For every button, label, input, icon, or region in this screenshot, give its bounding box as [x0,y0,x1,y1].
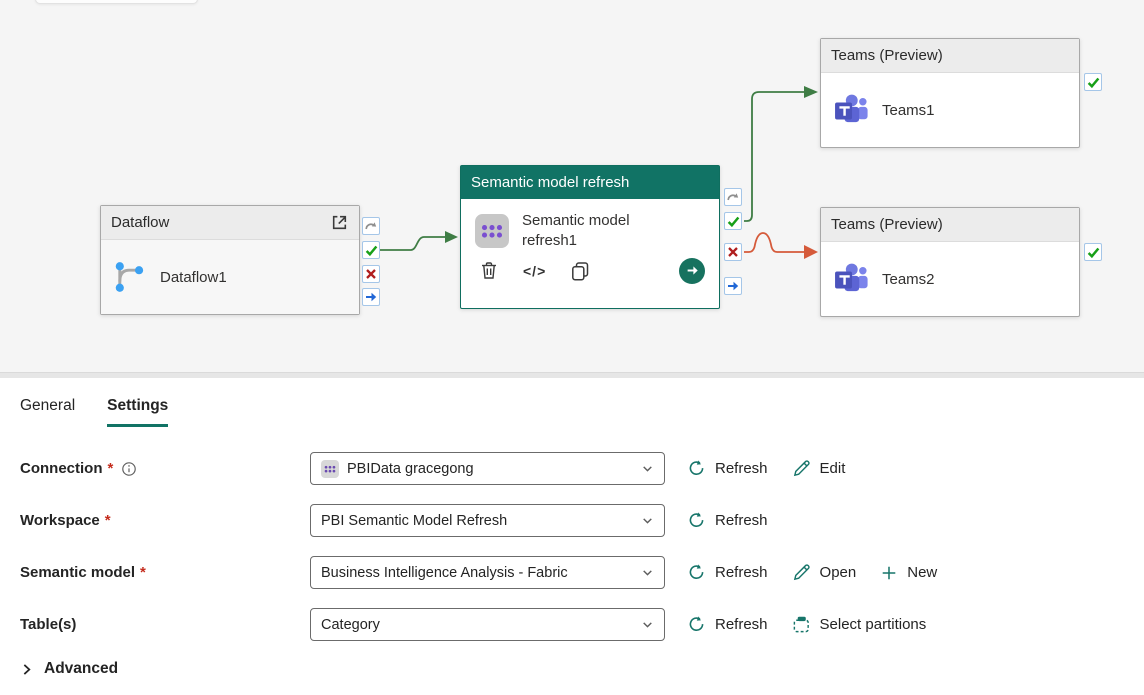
activity-settings-panel: General Settings Connection* PBIData gra… [0,378,1144,678]
open-semantic-model-button[interactable]: Open [792,563,856,582]
tab-settings[interactable]: Settings [107,397,169,427]
port-on-completion[interactable] [724,277,742,295]
edge-semantic-fail-teams2[interactable] [744,232,818,259]
edge-dataflow-success[interactable] [379,231,458,251]
select-partitions-button[interactable]: Select partitions [792,615,926,634]
code-icon[interactable]: </> [523,262,547,279]
chevron-down-icon [641,566,654,579]
connection-row: Connection* PBIData gracegong Refresh [20,452,1144,485]
port-skip[interactable] [724,188,742,206]
node-semantic-model-refresh[interactable]: Semantic model refresh Semantic model re… [460,165,720,309]
port-on-success[interactable] [362,241,380,259]
chevron-down-icon [641,462,654,475]
port-on-failure[interactable] [362,265,380,283]
node-semantic-name: Semantic model refresh1 [522,212,630,250]
tables-dropdown[interactable]: Category [310,608,665,641]
workspace-label: Workspace* [20,512,111,529]
teams-icon [833,93,869,127]
node-teams1[interactable]: Teams (Preview) Teams1 [820,38,1080,148]
port-on-success[interactable] [724,212,742,230]
refresh-workspace-button[interactable]: Refresh [687,511,768,530]
tables-row: Table(s) Category Refresh Select partiti… [20,608,1144,641]
tab-general[interactable]: General [20,397,76,414]
tab-bar: General Settings [0,397,1144,427]
connection-value: PBIData gracegong [347,460,474,477]
new-semantic-model-button[interactable]: New [880,564,937,582]
workspace-dropdown[interactable]: PBI Semantic Model Refresh [310,504,665,537]
semantic-model-icon [321,459,339,478]
advanced-expander[interactable]: Advanced [0,660,1144,678]
port-on-failure[interactable] [724,243,742,261]
toolbar-fragment [35,0,198,4]
advanced-label: Advanced [44,660,119,677]
node-teams2[interactable]: Teams (Preview) Teams2 [820,207,1080,317]
edge-semantic-success-teams1[interactable] [744,86,818,222]
edit-connection-button[interactable]: Edit [792,459,845,478]
chevron-down-icon [641,618,654,631]
semantic-model-dropdown[interactable]: Business Intelligence Analysis - Fabric [310,556,665,589]
copy-icon[interactable] [570,260,590,281]
run-arrow-button[interactable] [679,257,705,284]
node-teams2-header[interactable]: Teams (Preview) [821,208,1079,242]
workspace-row: Workspace* PBI Semantic Model Refresh Re… [20,504,1144,537]
port-on-completion[interactable] [362,288,380,306]
teams-icon [833,262,869,296]
dataflow-icon [113,260,147,294]
semantic-model-label: Semantic model* [20,564,146,581]
node-dataflow-name: Dataflow1 [160,268,227,286]
node-dataflow[interactable]: Dataflow Dataflow1 [100,205,360,315]
semantic-model-value: Business Intelligence Analysis - Fabric [321,564,568,581]
port-on-success[interactable] [1084,243,1102,261]
node-dataflow-header[interactable]: Dataflow [101,206,359,240]
semantic-model-icon [475,214,509,249]
refresh-connection-button[interactable]: Refresh [687,459,768,478]
tables-value: Category [321,616,380,633]
connection-label: Connection* [20,460,310,477]
workspace-value: PBI Semantic Model Refresh [321,512,508,529]
node-semantic-type-label: Semantic model refresh [471,174,630,191]
node-teams1-header[interactable]: Teams (Preview) [821,39,1079,73]
trash-icon[interactable] [479,260,499,281]
node-teams1-name: Teams1 [882,101,935,119]
info-icon[interactable] [121,461,137,477]
port-skip[interactable] [362,217,380,235]
semantic-model-row: Semantic model* Business Intelligence An… [20,556,1144,589]
chevron-right-icon [20,663,33,676]
node-teams2-name: Teams2 [882,270,935,288]
tables-label: Table(s) [20,616,77,633]
node-teams2-type-label: Teams (Preview) [831,216,943,233]
node-dataflow-type-label: Dataflow [111,214,170,231]
pipeline-canvas[interactable]: Dataflow Dataflow1 [0,0,1144,372]
node-semantic-header[interactable]: Semantic model refresh [461,166,719,199]
chevron-down-icon [641,514,654,527]
open-in-new-icon[interactable] [330,213,349,232]
canvas-panel-divider [0,372,1144,378]
connection-dropdown[interactable]: PBIData gracegong [310,452,665,485]
refresh-tables-button[interactable]: Refresh [687,615,768,634]
node-teams1-type-label: Teams (Preview) [831,47,943,64]
refresh-semantic-model-button[interactable]: Refresh [687,563,768,582]
port-on-success[interactable] [1084,73,1102,91]
